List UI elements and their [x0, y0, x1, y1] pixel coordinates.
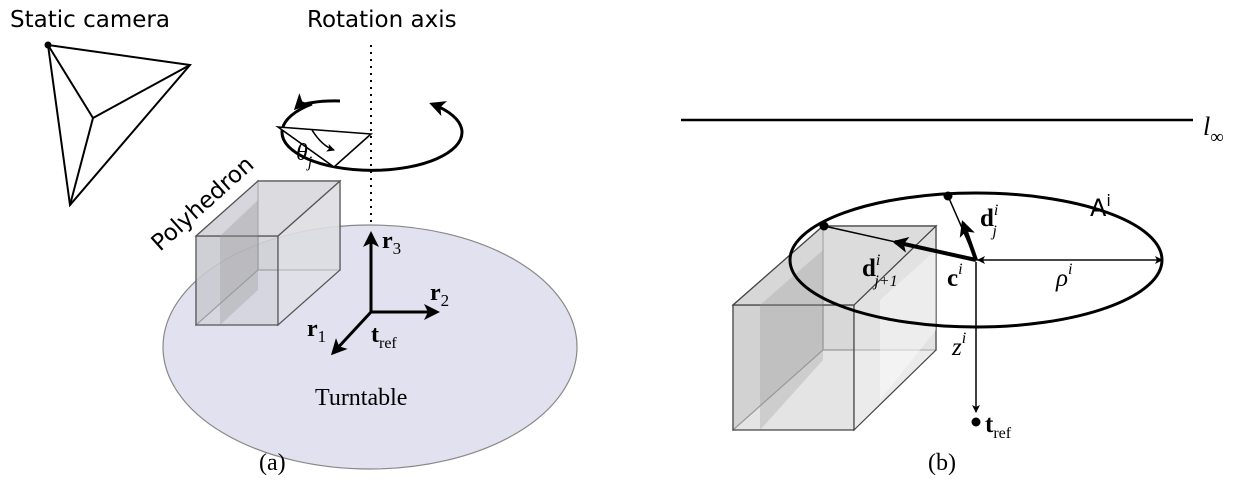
tref-label-b: tref: [985, 411, 1012, 442]
camera-label: Static camera: [10, 7, 170, 33]
r2-label: r2: [430, 280, 449, 310]
vectors-b: [823, 195, 1163, 413]
theta-wedge: [275, 125, 373, 169]
polyhedron-b: [731, 224, 938, 432]
tref-label-a: tref: [371, 322, 397, 352]
theta-label: θj: [296, 140, 313, 171]
tref-point-b: [971, 417, 981, 427]
z-label: zi: [951, 330, 966, 361]
caption-b: (b): [928, 450, 956, 476]
r3-label: r3: [382, 228, 401, 258]
circle-a-label: Ai: [1090, 191, 1111, 222]
coordinate-frame: [330, 231, 440, 356]
line-at-infinity-label: l∞: [1203, 112, 1224, 148]
turntable-label: Turntable: [315, 385, 407, 411]
static-camera: [44, 41, 192, 208]
rho-label: ρi: [1055, 261, 1072, 292]
panel-a: Static camera Rotation axis θj Turntable…: [10, 7, 578, 476]
caption-a: (a): [259, 450, 286, 476]
c-label: ci: [947, 261, 963, 292]
r1-label: r1: [307, 316, 326, 346]
polyhedron-a: [194, 179, 342, 327]
axis-label: Rotation axis: [307, 7, 457, 33]
